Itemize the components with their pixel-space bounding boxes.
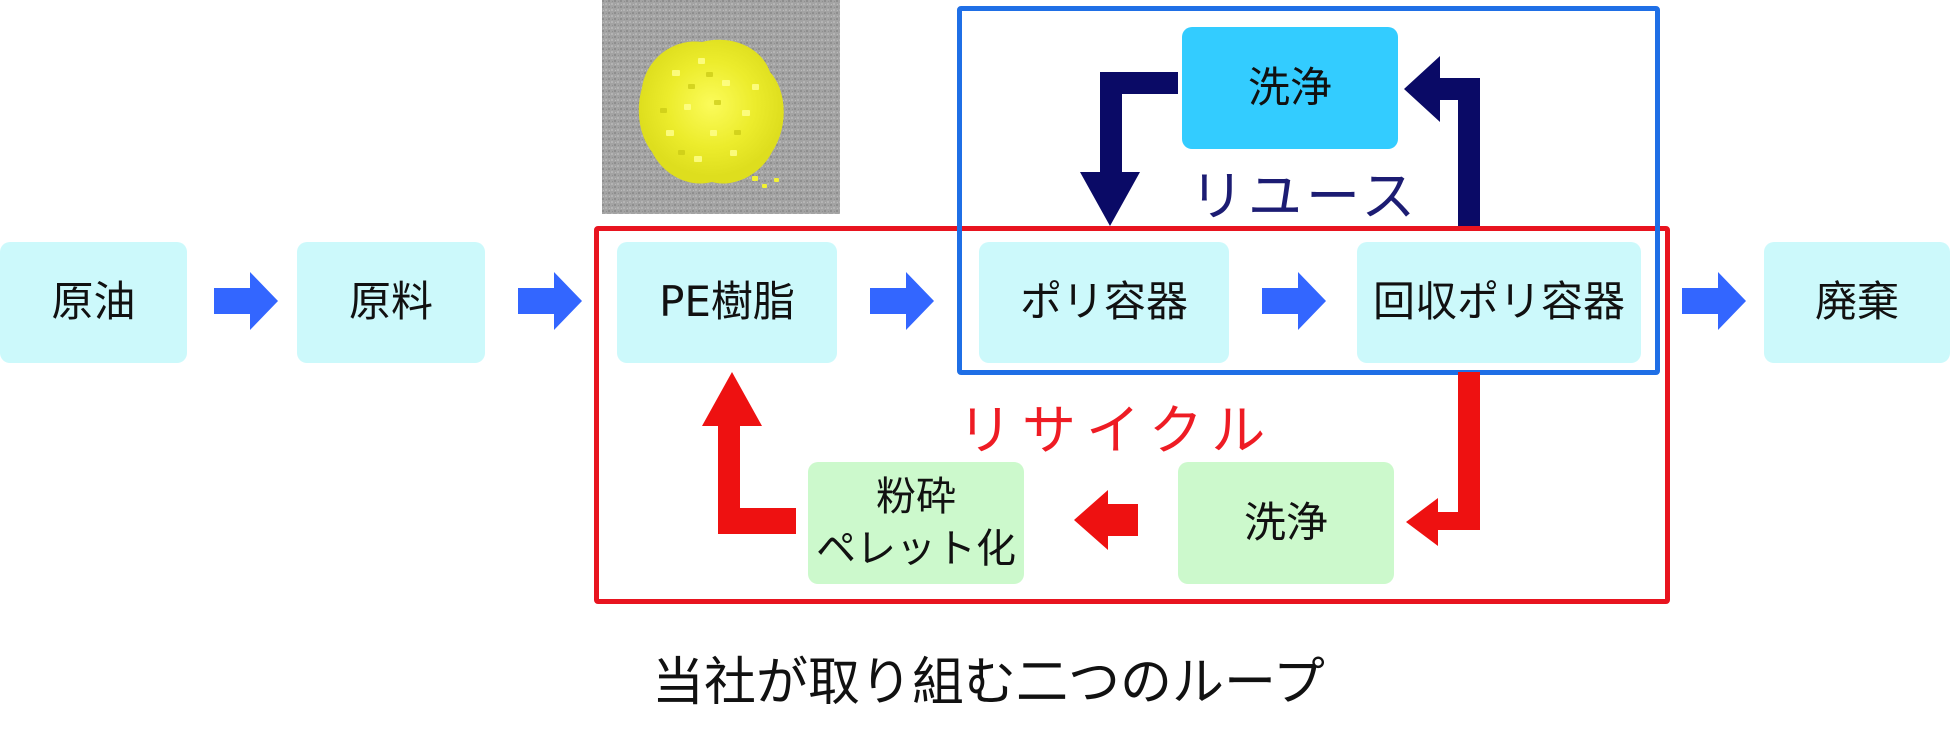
- node-feedstock-label: 原料: [349, 275, 433, 330]
- node-crude-oil-label: 原油: [51, 275, 135, 330]
- node-crush-pelletize-text: 粉砕 ペレット化: [816, 471, 1016, 575]
- flow-arrow-2: [518, 272, 582, 330]
- node-poly-container: ポリ容器: [979, 242, 1229, 363]
- node-wash-reuse: 洗浄: [1182, 27, 1398, 149]
- node-wash-recycle-label: 洗浄: [1244, 496, 1328, 551]
- node-wash-reuse-label: 洗浄: [1248, 61, 1332, 116]
- node-feedstock: 原料: [297, 242, 485, 363]
- pe-pellet-photo: [602, 0, 840, 214]
- node-crush-pelletize: 粉砕 ペレット化: [808, 462, 1024, 584]
- pellet-image: [602, 0, 840, 214]
- diagram-title: 当社が取り組む二つのループ: [652, 640, 1325, 715]
- node-pe-resin: PE樹脂: [617, 242, 837, 363]
- flow-arrow-1: [214, 272, 278, 330]
- reuse-loop-label: リユース: [1190, 152, 1419, 231]
- node-collected-container-label: 回収ポリ容器: [1373, 275, 1625, 330]
- recycle-loop-label: リサイクル: [958, 386, 1275, 465]
- node-crush-label: 粉砕: [816, 471, 1016, 523]
- node-crude-oil: 原油: [0, 242, 187, 363]
- node-disposal: 廃棄: [1764, 242, 1950, 363]
- node-poly-container-label: ポリ容器: [1020, 275, 1188, 330]
- flow-arrow-5: [1682, 272, 1746, 330]
- node-pelletize-label: ペレット化: [816, 523, 1016, 575]
- node-wash-recycle: 洗浄: [1178, 462, 1394, 584]
- node-collected-container: 回収ポリ容器: [1357, 242, 1641, 363]
- node-disposal-label: 廃棄: [1815, 275, 1899, 330]
- node-pe-resin-label: PE樹脂: [659, 275, 795, 330]
